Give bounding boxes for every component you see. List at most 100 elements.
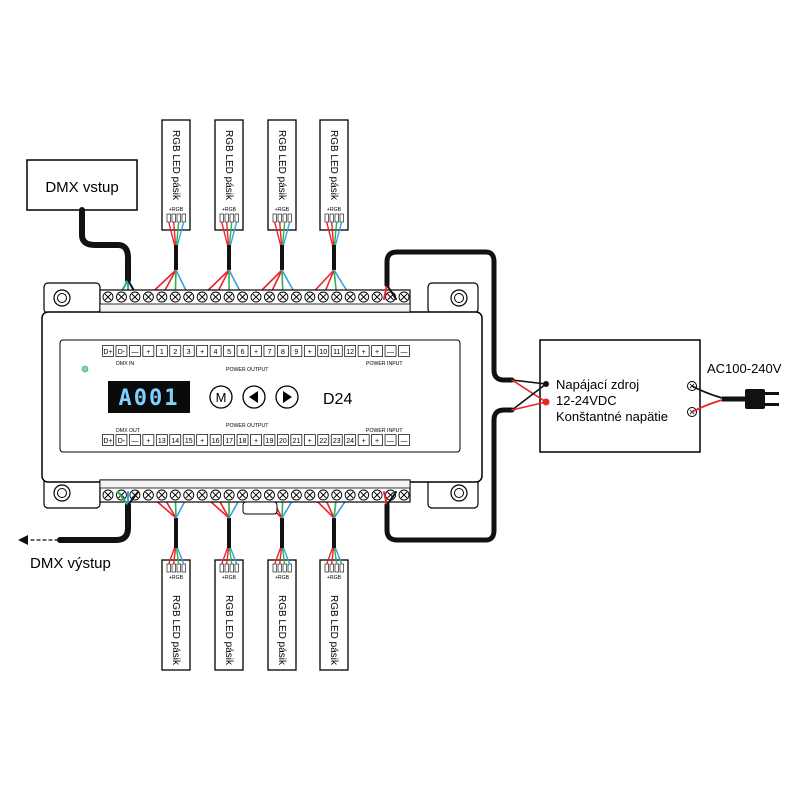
- terminal-label: 8: [281, 349, 285, 356]
- display-value: A001: [119, 386, 180, 411]
- strip-pins-label: +RGB: [327, 207, 342, 213]
- terminal-screw: [210, 291, 222, 303]
- left-button[interactable]: [242, 385, 266, 409]
- terminal-label-box: [290, 345, 303, 357]
- right-arrow-icon: [283, 391, 292, 403]
- terminal-label-box: [277, 434, 289, 446]
- terminal-label: 10: [319, 349, 327, 356]
- terminal-label-box: [371, 345, 383, 357]
- dmx-input-box: DMX vstup: [26, 159, 138, 211]
- terminal-label-box: [344, 345, 357, 357]
- left-arrow-icon: [249, 391, 258, 403]
- terminal-screw: [237, 291, 248, 303]
- label-dmx-out: DMX OUT: [116, 428, 141, 434]
- terminal-screw: [304, 489, 316, 501]
- terminal-label-box: [169, 345, 182, 357]
- terminal-screw: [398, 489, 410, 501]
- strip-pins-label: +RGB: [222, 207, 237, 213]
- rgb-led-strip: RGB LED pásik+RGB: [214, 119, 244, 231]
- terminal-label-box: [115, 434, 128, 446]
- terminal-label: +: [254, 349, 258, 356]
- terminal-label-box: [317, 345, 330, 357]
- terminal-label-box: [142, 434, 155, 446]
- terminal-screw: [264, 291, 275, 303]
- terminal-label-box: [196, 345, 209, 357]
- terminal-label: D-: [118, 349, 126, 356]
- terminal-screw: [317, 291, 329, 303]
- terminal-label: 1: [160, 349, 164, 356]
- terminal-screw: [196, 291, 208, 303]
- terminal-label-box: [330, 345, 343, 357]
- psu-line2: 12-24VDC: [556, 393, 617, 408]
- terminal-label: 21: [292, 438, 300, 445]
- terminal-label-box: [102, 345, 114, 357]
- terminal-screw: [169, 291, 181, 303]
- terminal-label: 23: [333, 438, 341, 445]
- terminal-screw: [223, 489, 235, 501]
- rgb-led-strip: RGB LED pásik+RGB: [214, 559, 244, 671]
- terminal-label-box: [317, 434, 330, 446]
- terminal-label-box: [129, 345, 141, 357]
- strip-label: RGB LED pásik: [223, 595, 234, 666]
- terminal-label: 13: [158, 438, 166, 445]
- terminal-label: +: [254, 438, 258, 445]
- dmx-output-label: DMX výstup: [30, 555, 111, 572]
- terminal-label: 4: [214, 349, 218, 356]
- strip-label: RGB LED pásik: [170, 595, 181, 666]
- terminal-label: 14: [171, 438, 179, 445]
- terminal-screw: [277, 489, 289, 501]
- terminal-label-box: [209, 434, 222, 446]
- terminal-screw: [156, 489, 168, 501]
- terminal-label: +: [308, 438, 312, 445]
- terminal-label-box: [384, 345, 397, 357]
- strip-label: RGB LED pásik: [328, 130, 339, 201]
- right-button[interactable]: [275, 385, 299, 409]
- terminal-label: 24: [346, 438, 354, 445]
- terminal-label-box: [303, 434, 316, 446]
- terminal-label: 22: [319, 438, 327, 445]
- terminal-label-box: [357, 345, 370, 357]
- top-terminal-screws: [102, 291, 410, 303]
- power-cables: [383, 249, 547, 543]
- terminal-label: +: [200, 349, 204, 356]
- label-power-input-top: POWER INPUT: [366, 361, 403, 367]
- terminal-label: 6: [241, 349, 245, 356]
- power-supply: Napájací zdroj 12-24VDC Konštantné napät…: [539, 339, 701, 453]
- terminal-screw: [102, 489, 114, 501]
- terminal-label: 18: [239, 438, 247, 445]
- terminal-label-box: [398, 345, 410, 357]
- terminal-label-box: [344, 434, 357, 446]
- dmx-input-label: DMX vstup: [45, 179, 118, 196]
- terminal-screw: [210, 489, 222, 501]
- terminal-label: —: [387, 349, 394, 356]
- m-button[interactable]: M: [209, 385, 233, 409]
- terminal-label-box: [129, 434, 141, 446]
- label-power-output-bottom: POWER OUTPUT: [226, 423, 269, 429]
- terminal-screw: [183, 489, 195, 501]
- terminal-screw: [169, 489, 181, 501]
- terminal-label-box: [263, 434, 276, 446]
- terminal-label: +: [362, 349, 366, 356]
- terminal-label-box: [155, 434, 168, 446]
- label-power-input-bottom: POWER INPUT: [366, 428, 403, 434]
- terminal-label: 9: [294, 349, 298, 356]
- terminal-label: 16: [212, 438, 220, 445]
- bottom-terminal-screws: [102, 489, 410, 501]
- psu-line1: Napájací zdroj: [556, 377, 639, 392]
- terminal-label: +: [308, 349, 312, 356]
- terminal-label-box: [169, 434, 182, 446]
- terminal-label-box: [290, 434, 303, 446]
- terminal-screw: [290, 489, 302, 501]
- terminal-label-box: [250, 434, 262, 446]
- ac-label: AC100-240V: [707, 361, 782, 376]
- terminal-label-box: [277, 345, 289, 357]
- terminal-screw: [358, 489, 370, 501]
- terminal-screw: [290, 291, 302, 303]
- terminal-label: 7: [268, 349, 272, 356]
- status-led: [81, 365, 89, 373]
- terminal-screw: [398, 291, 410, 303]
- strip-label: RGB LED pásik: [170, 130, 181, 201]
- terminal-screw: [344, 291, 356, 303]
- terminal-label-box: [236, 345, 249, 357]
